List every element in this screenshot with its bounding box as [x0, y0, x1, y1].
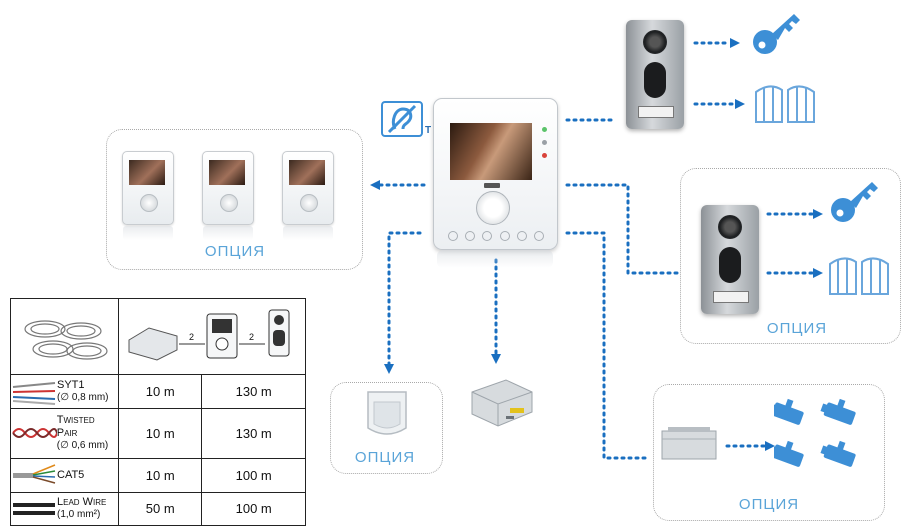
option-box-cameras: [653, 384, 885, 521]
option-monitor-1: [122, 151, 174, 240]
key-icon: [753, 14, 800, 54]
table-row: Twisted Pair(∅ 0,6 mm) 10 m 130 m: [10, 408, 306, 459]
hearing-loop-badge: T: [425, 125, 432, 136]
cable-name: SYT1: [57, 379, 85, 392]
distance-cell: 130 m: [201, 408, 306, 459]
cable-cell: CAT5: [10, 457, 119, 493]
cable-distance-table: 2 2 SYT1(∅ 0,8 mm) 10 m 130 m: [10, 298, 306, 527]
cable-name: Lead Wire: [57, 496, 107, 509]
cable-twisted-pair-icon: [12, 428, 57, 439]
main-monitor-reflection: [437, 250, 553, 268]
sensor-icon: [367, 391, 407, 435]
cable-cat5-icon: [13, 464, 56, 485]
cable-name: CAT5: [57, 468, 85, 481]
monitor-led-strip: [542, 127, 548, 171]
option-box-door-station: [680, 168, 901, 344]
distance-cell: 10 m: [117, 373, 203, 410]
wire-count-1: 2: [189, 332, 194, 342]
table-row: SYT1(∅ 0,8 mm) 10 m 130 m: [10, 373, 306, 410]
table-header-row: 2 2: [10, 298, 306, 375]
wire-count-2: 2: [249, 332, 254, 342]
cable-lead-wire-icon: [13, 502, 55, 515]
table-row: CAT5 10 m 100 m: [10, 457, 306, 493]
gate-icon: [829, 257, 889, 295]
door-station-2: [701, 205, 759, 314]
distance-cell: 100 m: [201, 457, 306, 493]
camera-module-icon: [661, 427, 717, 460]
monitor-screen: [450, 123, 532, 180]
monitor-buttons: [448, 231, 544, 241]
wiring-diagram-cell: 2 2: [118, 298, 306, 375]
power-supply-icon: [471, 379, 533, 427]
cable-cell: SYT1(∅ 0,8 mm): [10, 373, 119, 410]
option-monitor-2: [202, 151, 254, 240]
distance-cell: 100 m: [201, 491, 306, 527]
cable-spec: (∅ 0,6 mm): [56, 440, 109, 452]
distance-cell: 10 m: [117, 457, 203, 493]
monitor-brand-logo: [484, 183, 500, 188]
distance-cell: 10 m: [117, 408, 203, 459]
option-monitor-3: [282, 151, 334, 240]
option-label-door-station: ОПЦИЯ: [766, 320, 828, 337]
distance-cell: 130 m: [201, 373, 306, 410]
hearing-loop-icon: [381, 101, 423, 137]
distance-cell: 50 m: [117, 491, 203, 527]
camera-icons: [774, 398, 856, 467]
cable-name: Twisted Pair: [56, 414, 95, 440]
cable-spec: (∅ 0,8 mm): [57, 392, 109, 404]
cable-coils-icon: [23, 319, 108, 360]
option-label-sensor: ОПЦИЯ: [354, 449, 416, 466]
option-box-monitors: [106, 129, 363, 270]
option-label-monitors: ОПЦИЯ: [204, 243, 266, 260]
option-label-cameras: ОПЦИЯ: [738, 496, 800, 513]
main-monitor: [433, 98, 558, 250]
gate-icon: [755, 85, 815, 123]
table-row: Lead Wire(1,0 mm²) 50 m 100 m: [10, 491, 306, 527]
cable-spec: (1,0 mm²): [57, 509, 101, 521]
option-box-sensor: [330, 382, 443, 474]
cable-syt1-icon: [12, 381, 56, 405]
cable-coils-cell: [10, 298, 119, 375]
key-icon: [831, 182, 878, 222]
cable-cell: Twisted Pair(∅ 0,6 mm): [10, 408, 119, 459]
monitor-joystick: [476, 191, 510, 225]
wiring-diagram-icon: 2 2: [128, 309, 290, 361]
door-station-1: [626, 20, 684, 129]
cable-cell: Lead Wire(1,0 mm²): [10, 491, 119, 527]
